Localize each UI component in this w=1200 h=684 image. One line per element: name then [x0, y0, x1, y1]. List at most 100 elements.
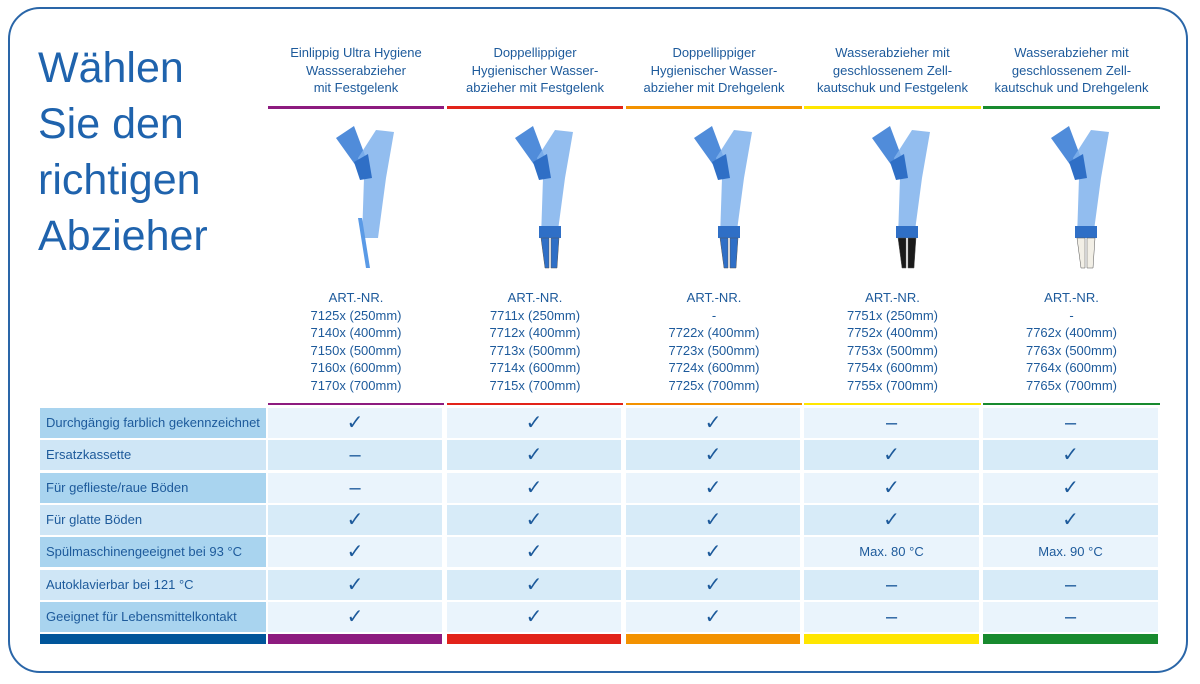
article-numbers: ART.-NR.7751x (250mm)7752x (400mm)7753x …	[804, 289, 981, 394]
product-name-line: Einlippig Ultra Hygiene	[290, 45, 422, 60]
feature-value: ✓	[447, 537, 621, 568]
feature-value: ✓	[447, 601, 621, 632]
feature-value: ✓	[447, 472, 621, 503]
squeegee-image	[336, 126, 394, 268]
feature-value: ✓	[268, 601, 442, 632]
page-title: Wählen Sie den richtigen Abzieher	[38, 40, 208, 264]
feature-value: –	[268, 440, 442, 471]
feature-value: ✓	[626, 601, 800, 632]
table-row: Autoklavierbar bei 121 °C✓✓✓––	[40, 569, 1160, 600]
feature-value: ✓	[447, 504, 621, 535]
article-numbers: ART.-NR.7711x (250mm)7712x (400mm)7713x …	[447, 289, 623, 394]
feature-value: Max. 90 °C	[983, 537, 1158, 568]
article-numbers: ART.-NR.-7722x (400mm)7723x (500mm)7724x…	[626, 289, 802, 394]
feature-value: –	[983, 408, 1158, 438]
title-line: Wählen	[38, 44, 184, 92]
feature-value: –	[268, 472, 442, 503]
feature-value: ✓	[983, 472, 1158, 503]
label-color-bar	[40, 634, 266, 644]
feature-value: ✓	[804, 472, 979, 503]
feature-value: ✓	[804, 504, 979, 535]
table-row: Ersatzkassette–✓✓✓✓	[40, 440, 1160, 471]
feature-value: ✓	[268, 408, 442, 438]
feature-value: ✓	[268, 537, 442, 568]
table-row: Für glatte Böden✓✓✓✓✓	[40, 504, 1160, 535]
feature-label: Durchgängig farblich gekennzeichnet	[40, 408, 266, 438]
product-color-line	[626, 403, 802, 405]
product-color-line	[804, 106, 981, 109]
article-number: ART.-NR.	[1044, 290, 1099, 305]
product-color-line	[268, 106, 444, 109]
product-color-bar	[804, 634, 979, 644]
outer-frame	[8, 7, 1188, 673]
product-name-line: Hygienischer Wasser-	[471, 62, 599, 78]
table-row: Für geflieste/raue Böden–✓✓✓✓	[40, 472, 1160, 503]
feature-value: –	[983, 601, 1158, 632]
article-number: ART.-NR.	[328, 290, 384, 305]
article-number: 7764x (600mm)	[1025, 360, 1118, 375]
product-name-line: Wasserabzieher mit	[835, 45, 950, 60]
article-number: 7751x (250mm)	[846, 307, 939, 323]
squeegee-image	[1051, 126, 1109, 269]
feature-value: ✓	[804, 440, 979, 471]
article-number: 7713x (500mm)	[489, 342, 581, 358]
feature-label: Für glatte Böden	[40, 504, 266, 535]
product-name-line: abzieher mit Festgelenk	[465, 80, 604, 95]
article-number: 7763x (500mm)	[1025, 342, 1118, 358]
feature-value: –	[804, 569, 979, 600]
product-name-line: kautschuk und Festgelenk	[816, 80, 969, 95]
product-name-line: Doppellippiger	[493, 45, 577, 60]
product-color-bar	[268, 634, 442, 644]
product-name-line: Hygienischer Wasser-	[650, 62, 778, 78]
product-name-line: geschlossenem Zell-	[1011, 62, 1132, 78]
article-number: 7715x (700mm)	[489, 377, 581, 393]
table-row: Durchgängig farblich gekennzeichnet✓✓✓––	[40, 408, 1160, 438]
article-number: 7711x (250mm)	[489, 307, 581, 323]
article-number: 7752x (400mm)	[846, 325, 939, 340]
feature-value: ✓	[626, 504, 800, 535]
feature-value: ✓	[268, 504, 442, 535]
article-number: 7150x (500mm)	[310, 342, 402, 358]
squeegee-image	[872, 126, 930, 269]
product-color-line	[447, 403, 623, 405]
feature-value: ✓	[447, 569, 621, 600]
product-color-line	[447, 106, 623, 109]
squeegee-image	[515, 126, 573, 269]
product-color-line	[983, 106, 1160, 109]
feature-value: Max. 80 °C	[804, 537, 979, 568]
title-line: richtigen	[38, 156, 201, 204]
product-color-line	[804, 403, 981, 405]
article-number: 7755x (700mm)	[846, 377, 939, 393]
article-number: 7170x (700mm)	[310, 377, 402, 393]
feature-value: ✓	[626, 537, 800, 568]
article-number: -	[711, 307, 717, 323]
article-number: 7722x (400mm)	[668, 325, 760, 340]
feature-value: –	[804, 601, 979, 632]
article-number: 7714x (600mm)	[489, 360, 581, 375]
article-number: 7725x (700mm)	[668, 377, 760, 393]
article-number: ART.-NR.	[507, 290, 563, 305]
feature-value: ✓	[983, 440, 1158, 471]
title-line: Abzieher	[38, 212, 208, 260]
product-name-line: Wassserabzieher	[306, 62, 406, 78]
article-number: 7723x (500mm)	[668, 342, 760, 358]
article-numbers: ART.-NR.-7762x (400mm)7763x (500mm)7764x…	[983, 289, 1160, 394]
product-name-line: mit Festgelenk	[313, 80, 399, 95]
title-line: Sie den	[38, 100, 184, 148]
feature-value: ✓	[626, 569, 800, 600]
feature-value: ✓	[626, 408, 800, 438]
article-number: 7765x (700mm)	[1025, 377, 1118, 393]
product-name-line: Doppellippiger	[672, 45, 756, 60]
article-number: 7762x (400mm)	[1025, 325, 1118, 340]
article-numbers: ART.-NR.7125x (250mm)7140x (400mm)7150x …	[268, 289, 444, 394]
feature-value: –	[804, 408, 979, 438]
product-color-bar	[626, 634, 800, 644]
product-color-bar	[447, 634, 621, 644]
product-color-line	[268, 403, 444, 405]
article-number: 7160x (600mm)	[310, 360, 402, 375]
feature-label: Für geflieste/raue Böden	[40, 472, 266, 503]
